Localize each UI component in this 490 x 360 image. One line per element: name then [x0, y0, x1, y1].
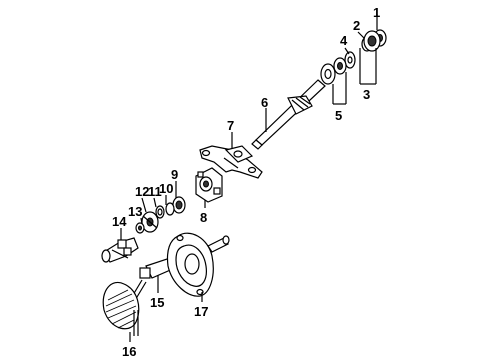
part-3-bearing: [363, 30, 381, 52]
callout-2: 2: [353, 18, 360, 33]
part-5-bearing: [320, 57, 347, 85]
part-13-spacer: [135, 222, 145, 234]
callout-labels: 1 2 3 4 5 6 7 8 9 10 11 12 13 14 15 16 1…: [112, 5, 380, 359]
callout-16: 16: [122, 344, 136, 359]
callout-13: 13: [128, 204, 142, 219]
callout-14: 14: [112, 214, 127, 229]
part-14-universal-joint: [101, 237, 139, 263]
part-6-steering-shaft: [251, 79, 326, 150]
callout-11: 11: [148, 184, 162, 199]
callout-12: 12: [135, 184, 149, 199]
callout-6: 6: [261, 95, 268, 110]
callout-15: 15: [150, 295, 164, 310]
part-9-bearing: [172, 196, 186, 214]
callout-8: 8: [200, 210, 207, 225]
callout-9: 9: [171, 167, 178, 182]
part-8-housing: [195, 167, 223, 203]
part-7-mounting-bracket: [199, 145, 263, 179]
callout-10: 10: [159, 181, 173, 196]
part-12-seal: [141, 211, 159, 233]
part-11-snap-ring: [155, 205, 165, 219]
callout-3: 3: [363, 87, 370, 102]
callout-1: 1: [373, 5, 380, 20]
leader-lines: [120, 14, 378, 342]
part-4-seal: [344, 51, 356, 69]
callout-5: 5: [335, 108, 342, 123]
callout-4: 4: [340, 33, 348, 48]
callout-17: 17: [194, 304, 208, 319]
part-10-washer: [165, 202, 175, 216]
part-16-boot: [102, 281, 140, 336]
callout-7: 7: [227, 118, 234, 133]
part-17-cover-plate: [166, 232, 230, 297]
